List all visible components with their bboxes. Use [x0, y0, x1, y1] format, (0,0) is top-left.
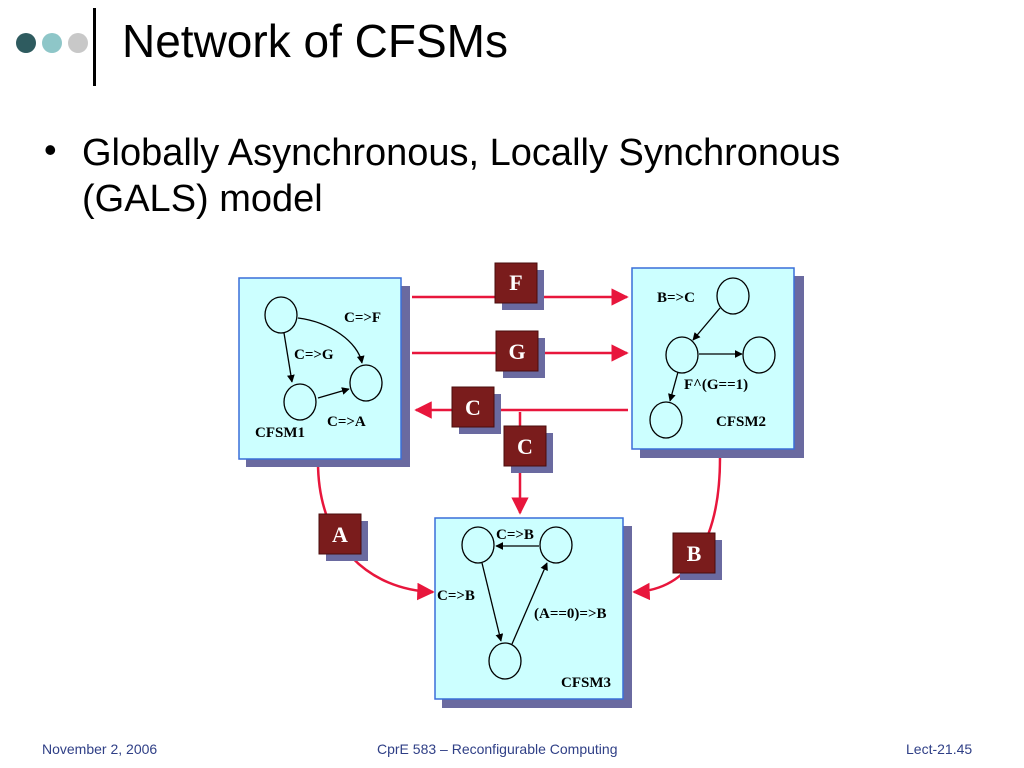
bullet-line-1: Globally Asynchronous, Locally Synchrono…: [82, 132, 841, 174]
dot-icon: [16, 33, 36, 53]
slide-title: Network of CFSMs: [122, 15, 508, 67]
signal-label: F: [509, 270, 522, 295]
signal-label: A: [332, 522, 348, 547]
dot-icon: [68, 33, 88, 53]
signal-box-a: A: [318, 513, 368, 561]
signal-box-g: G: [495, 330, 545, 378]
state-node: [716, 277, 750, 315]
transition-label: F^(G==1): [684, 377, 748, 393]
footer-date: November 2, 2006: [42, 741, 158, 757]
signal-label: C: [517, 434, 533, 459]
transition-label: C=>B: [496, 527, 534, 543]
bullet-line-2: (GALS) model: [82, 178, 323, 220]
footer-lecture: Lect-21.45: [906, 741, 973, 757]
transition-label: C=>G: [294, 347, 334, 363]
state-node: [539, 526, 573, 564]
signal-label: B: [687, 541, 702, 566]
cfsm3-box: C=>B C=>B (A==0)=>B CFSM3: [434, 517, 632, 708]
state-node: [283, 383, 317, 421]
state-node: [264, 296, 298, 334]
signal-box-c2: C: [503, 425, 553, 473]
signal-box-b: B: [672, 532, 722, 580]
state-node: [488, 642, 522, 680]
state-node: [742, 336, 776, 374]
signal-box-f: F: [494, 262, 544, 310]
transition-label: (A==0)=>B: [534, 606, 607, 622]
bullet-icon: •: [44, 129, 57, 170]
state-node: [665, 336, 699, 374]
bullet-text: Globally Asynchronous, Locally Synchrono…: [82, 130, 982, 222]
signal-box-c1: C: [451, 386, 501, 434]
cfsm-name: CFSM2: [716, 414, 766, 430]
transition-label: B=>C: [657, 290, 695, 306]
cfsm-name: CFSM1: [255, 425, 305, 441]
cfsm1-box: C=>F C=>G C=>A CFSM1: [238, 277, 410, 467]
signal-label: G: [508, 339, 525, 364]
transition-label: C=>F: [344, 310, 381, 326]
state-node: [461, 526, 495, 564]
title-decoration: [16, 33, 96, 55]
state-node: [649, 401, 683, 439]
footer-course: CprE 583 – Reconfigurable Computing: [377, 741, 618, 757]
cfsm2-box: B=>C F^(G==1) CFSM2: [631, 267, 804, 458]
signal-label: C: [465, 395, 481, 420]
dot-icon: [42, 33, 62, 53]
title-divider: [93, 8, 96, 86]
cfsm-name: CFSM3: [561, 675, 611, 691]
transition-label: C=>A: [327, 414, 366, 430]
state-node: [349, 364, 383, 402]
transition-label: C=>B: [437, 588, 475, 604]
